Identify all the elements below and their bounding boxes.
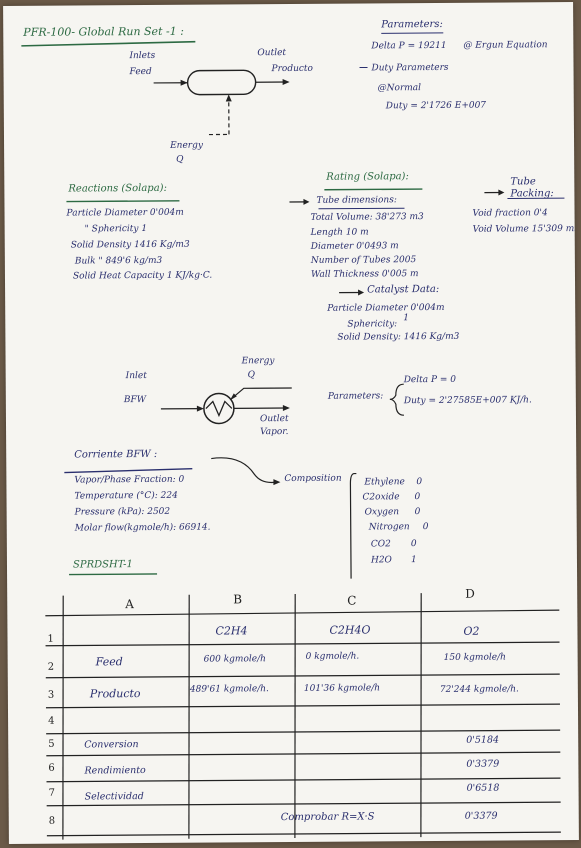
table-cell: 600 kgmole/h bbox=[203, 654, 266, 665]
table-cell: 0'5184 bbox=[466, 734, 500, 746]
table-cell: 150 kgmole/h bbox=[443, 652, 506, 663]
table-cell: Rendimiento bbox=[84, 765, 146, 777]
row-number: 8 bbox=[48, 815, 56, 827]
table-cell: 101'36 kgmole/h bbox=[303, 683, 381, 694]
row-number: 3 bbox=[47, 689, 55, 701]
column-header: A bbox=[125, 597, 134, 612]
table-cell: O2 bbox=[463, 624, 480, 638]
column-header: B bbox=[233, 592, 243, 607]
table-cell: 0 kgmole/h. bbox=[305, 651, 360, 662]
table-cell: Feed bbox=[95, 655, 123, 669]
row-number: 2 bbox=[47, 661, 55, 673]
row-number: 1 bbox=[47, 633, 54, 645]
table-cell: Conversion bbox=[84, 739, 139, 751]
table-cell: 489'61 kgmole/h. bbox=[189, 684, 269, 695]
table-cell: 0'3379 bbox=[466, 758, 500, 770]
table-cell: Comprobar R=X·S bbox=[280, 811, 375, 824]
row-number: 7 bbox=[48, 787, 55, 799]
table-cell: 0'3379 bbox=[464, 810, 498, 822]
table-cell: Producto bbox=[89, 687, 141, 701]
row-number: 6 bbox=[48, 762, 55, 774]
table-cell: C2H4 bbox=[215, 624, 248, 638]
spreadsheet-grid bbox=[45, 593, 561, 840]
column-header: C bbox=[347, 593, 357, 608]
table-cell: Selectividad bbox=[84, 791, 144, 803]
sketch-lines bbox=[21, 32, 565, 579]
table-cell: 0'6518 bbox=[466, 782, 500, 794]
paper-sheet: PFR-100- Global Run Set -1 : Inlets Feed… bbox=[3, 2, 579, 844]
table-cell: C2H4O bbox=[329, 623, 371, 637]
row-number: 4 bbox=[48, 715, 55, 727]
column-header: D bbox=[465, 586, 475, 601]
row-number: 5 bbox=[48, 738, 55, 750]
table-cell: 72'244 kgmole/h. bbox=[439, 684, 519, 695]
